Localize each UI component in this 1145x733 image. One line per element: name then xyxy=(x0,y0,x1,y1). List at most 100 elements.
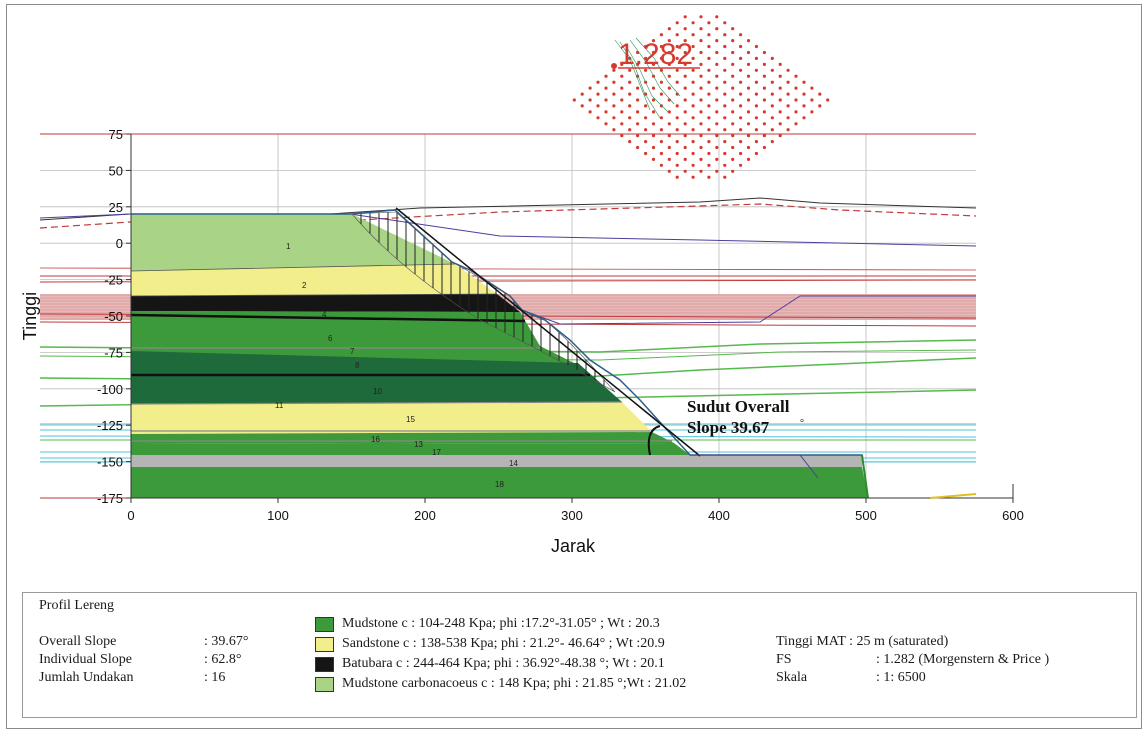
grid-centre-dot xyxy=(691,140,695,144)
grid-centre-dot xyxy=(786,92,790,96)
layer-label: 7 xyxy=(350,347,355,356)
grid-centre-dot xyxy=(596,104,600,108)
grid-centre-dot xyxy=(659,151,664,156)
grid-centre-dot xyxy=(723,33,727,37)
grid-centre-dot xyxy=(620,62,624,66)
grid-centre-dot xyxy=(691,33,695,37)
grid-centre-dot xyxy=(746,157,751,161)
grid-centre-dot xyxy=(723,44,727,49)
grid-centre-dot xyxy=(786,68,790,72)
grid-centre-dot xyxy=(715,86,719,90)
grid-centre-dot xyxy=(786,128,790,132)
grid-centre-dot xyxy=(715,110,719,114)
grid-centre-dot xyxy=(675,163,679,167)
material-swatch xyxy=(315,677,334,692)
property-label: Overall Slope xyxy=(39,634,117,649)
grid-centre-dot xyxy=(731,39,735,43)
grid-centre-dot xyxy=(604,122,608,126)
info-label: Tinggi MAT : 25 m (saturated) xyxy=(776,634,949,649)
grid-centre-dot xyxy=(636,134,640,138)
grid-centre-dot xyxy=(604,86,608,90)
grid-centre-dot xyxy=(636,122,640,126)
y-tick-label: -125 xyxy=(97,418,123,433)
grid-centre-dot xyxy=(739,80,743,84)
grid-centre-dot xyxy=(644,128,648,132)
grid-centre-dot xyxy=(754,151,759,156)
grid-centre-dot xyxy=(667,134,671,138)
layer-label: 17 xyxy=(432,448,441,457)
grid-centre-dot xyxy=(731,110,735,114)
layer-label: 1 xyxy=(286,242,291,251)
grid-centre-dot xyxy=(675,33,679,37)
grid-centre-dot xyxy=(754,140,759,144)
grid-centre-dot xyxy=(715,98,719,102)
grid-centre-dot xyxy=(715,157,719,161)
grid-centre-dot xyxy=(675,68,679,72)
grid-centre-dot xyxy=(667,27,671,31)
grid-centre-dot xyxy=(612,104,616,108)
layer-label: 13 xyxy=(414,440,423,449)
info-label: Skala xyxy=(776,670,808,685)
grid-centre-dot xyxy=(683,98,687,102)
grid-centre-dot xyxy=(683,74,687,78)
grid-centre-dot xyxy=(699,15,703,19)
grid-centre-dot xyxy=(683,15,687,19)
grid-centre-dot xyxy=(778,86,782,90)
grid-centre-dot xyxy=(723,116,727,120)
grid-centre-dot xyxy=(628,104,632,108)
grid-centre-dot xyxy=(731,74,735,78)
grid-centre-dot xyxy=(707,80,711,84)
y-tick-label: 25 xyxy=(109,200,123,215)
grid-centre-dot xyxy=(723,128,727,132)
grid-centre-dot xyxy=(588,110,592,114)
grid-centre-dot xyxy=(620,122,624,126)
grid-centre-dot xyxy=(739,116,743,120)
grid-centre-dot xyxy=(675,21,679,25)
grid-centre-dot xyxy=(715,27,719,31)
grid-centre-dot xyxy=(659,80,664,84)
grid-centre-dot xyxy=(628,116,632,120)
grid-centre-dot xyxy=(715,74,719,78)
grid-centre-dot xyxy=(818,104,822,108)
grid-centre-dot xyxy=(754,44,759,49)
property-value: : 16 xyxy=(204,670,226,685)
grid-centre-dot xyxy=(604,98,608,102)
section-layers xyxy=(130,207,869,499)
grid-centre-dot xyxy=(770,92,774,96)
x-tick-label: 500 xyxy=(855,508,877,523)
grid-centre-dot xyxy=(794,74,798,78)
grid-centre-dot xyxy=(572,98,576,102)
grid-centre-dot xyxy=(770,140,774,144)
x-tick-label: 100 xyxy=(267,508,289,523)
y-tick-label: 50 xyxy=(109,163,123,178)
grid-centre-dot xyxy=(778,134,782,138)
grid-centre-dot xyxy=(604,110,608,114)
grid-centre-dot xyxy=(636,98,640,102)
grid-centre-dot xyxy=(778,74,782,78)
grid-centre-dot xyxy=(691,116,695,120)
grid-centre-dot xyxy=(731,27,735,31)
grid-centre-dot xyxy=(786,104,790,108)
slip-centre-grid xyxy=(572,15,830,179)
overall-slope-annotation-line2: Slope 39.67 xyxy=(687,418,770,437)
grid-centre-dot xyxy=(667,50,671,55)
grid-centre-dot xyxy=(826,98,830,102)
grid-centre-dot xyxy=(683,50,687,55)
grid-centre-dot xyxy=(636,62,640,66)
layer-label: 10 xyxy=(373,387,382,396)
grid-centre-dot xyxy=(715,122,719,126)
grid-centre-dot xyxy=(762,110,767,114)
grid-centre-dot xyxy=(675,128,679,132)
property-value: : 39.67° xyxy=(204,634,249,649)
grid-centre-dot xyxy=(770,80,774,84)
layer-label: 8 xyxy=(355,361,360,370)
grid-centre-dot xyxy=(675,140,679,144)
grid-centre-dot xyxy=(746,62,751,66)
grid-centre-dot xyxy=(739,163,743,167)
grid-centre-dot xyxy=(739,151,743,156)
grid-centre-dot xyxy=(683,145,687,150)
y-tick-label: 75 xyxy=(109,127,123,142)
y-tick-label: -150 xyxy=(97,455,123,470)
info-value: : 1.282 (Morgenstern & Price ) xyxy=(876,652,1050,667)
